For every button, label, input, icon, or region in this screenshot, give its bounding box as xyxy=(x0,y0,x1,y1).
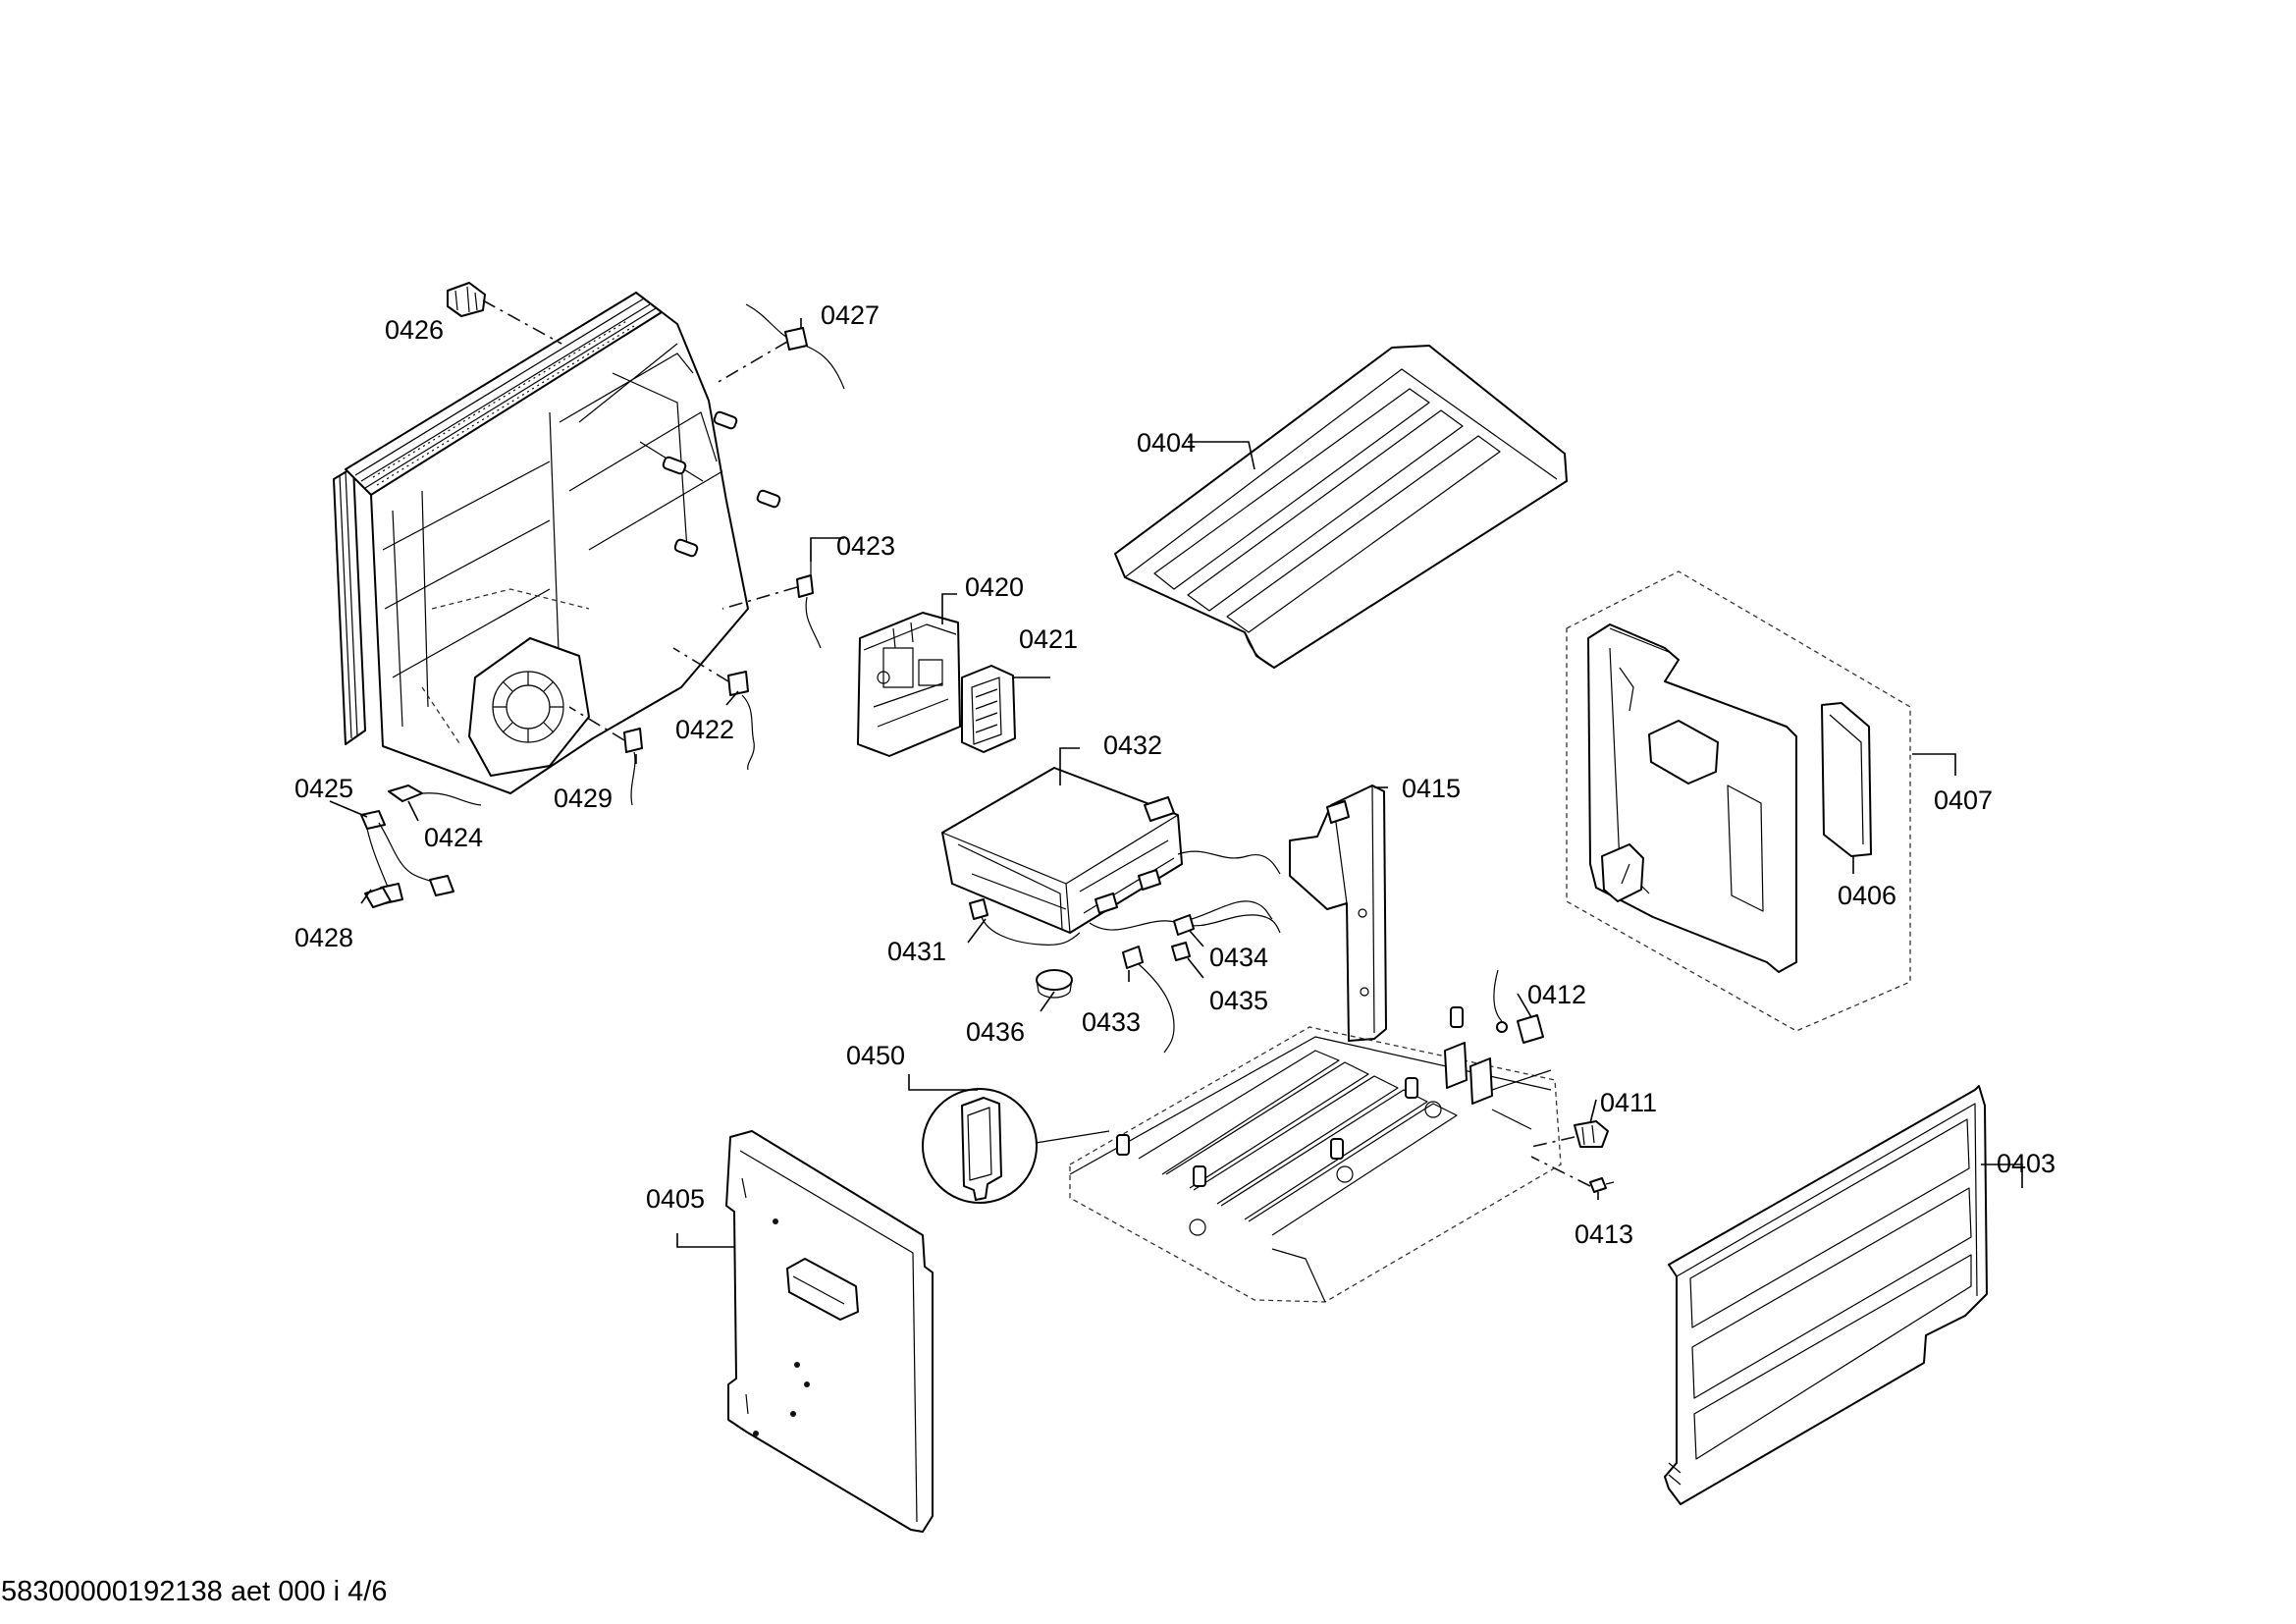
leader-0411-line xyxy=(1530,1136,1575,1148)
label-0424: 0424 xyxy=(424,823,483,852)
label-0433: 0433 xyxy=(1082,1007,1141,1037)
part-0426-connector xyxy=(447,282,486,317)
label-0422: 0422 xyxy=(675,715,734,744)
part-0413-screw xyxy=(1589,1177,1615,1193)
label-0436: 0436 xyxy=(966,1017,1025,1047)
label-0428: 0428 xyxy=(294,923,353,952)
part-0431-connector xyxy=(969,898,1081,946)
part-0424-clip xyxy=(388,785,482,806)
part-0406-cover-plate xyxy=(1821,702,1872,857)
leader-0429-line xyxy=(568,706,625,741)
label-0431: 0431 xyxy=(887,937,946,966)
part-0429-cable xyxy=(623,728,643,806)
label-0435: 0435 xyxy=(1209,986,1268,1015)
part-0435-connector xyxy=(1171,942,1191,961)
label-0415: 0415 xyxy=(1402,774,1461,803)
label-0411: 0411 xyxy=(1600,1088,1657,1117)
label-0432: 0432 xyxy=(1103,731,1162,760)
part-0420-control-board xyxy=(857,612,961,757)
label-0429: 0429 xyxy=(554,784,613,813)
part-0423-cable xyxy=(796,550,822,649)
part-0422-cable xyxy=(727,671,755,771)
part-0404-top-cover xyxy=(1114,345,1568,669)
leader-0426-line xyxy=(482,299,562,345)
label-0412: 0412 xyxy=(1527,980,1586,1009)
label-0407: 0407 xyxy=(1934,785,1993,815)
label-0403: 0403 xyxy=(1997,1149,2056,1178)
label-0427: 0427 xyxy=(821,300,880,330)
label-0405: 0405 xyxy=(646,1184,705,1214)
part-0450-detail-clip xyxy=(922,1088,1110,1204)
part-0415-bracket xyxy=(1289,785,1387,1042)
leader-0413-line xyxy=(1530,1156,1591,1187)
label-0425: 0425 xyxy=(294,774,353,803)
leader-0423-line xyxy=(721,586,798,610)
label-0423: 0423 xyxy=(836,531,895,561)
label-0421: 0421 xyxy=(1019,624,1078,654)
label-0413: 0413 xyxy=(1575,1219,1633,1249)
part-0405-side-panel xyxy=(725,1130,934,1533)
label-0450: 0450 xyxy=(846,1041,905,1070)
label-0420: 0420 xyxy=(965,572,1024,602)
part-base-plate xyxy=(1069,1006,1562,1303)
label-0404: 0404 xyxy=(1137,428,1196,458)
leader-0422-line xyxy=(672,647,729,682)
label-0426: 0426 xyxy=(385,315,444,345)
leader-0427-line xyxy=(716,341,788,384)
part-0411-connector xyxy=(1574,1120,1609,1148)
fan-housing-assembly xyxy=(333,292,781,794)
label-0434: 0434 xyxy=(1209,943,1268,972)
label-leaders xyxy=(329,318,2023,1248)
label-0406: 0406 xyxy=(1838,881,1896,910)
part-0412-sensor xyxy=(1493,969,1544,1044)
part-0432-electronics-box xyxy=(941,767,1281,934)
document-id-footer: 58300000192138 aet 000 i 4/6 xyxy=(1,1576,387,1607)
part-0403-side-panel xyxy=(1664,1085,1988,1505)
part-0407-rear-frame xyxy=(1566,570,1911,1032)
part-0427-sensor-clip xyxy=(745,303,845,390)
part-0436-knob xyxy=(1036,969,1073,999)
part-0428-plug xyxy=(364,887,392,908)
part-0421-module xyxy=(961,665,1016,753)
part-0434-connector xyxy=(1173,900,1273,936)
part-labels: 0426 0427 0404 0423 0420 0421 0422 0432 … xyxy=(294,300,2056,1249)
part-0433-connector xyxy=(1122,946,1175,1054)
